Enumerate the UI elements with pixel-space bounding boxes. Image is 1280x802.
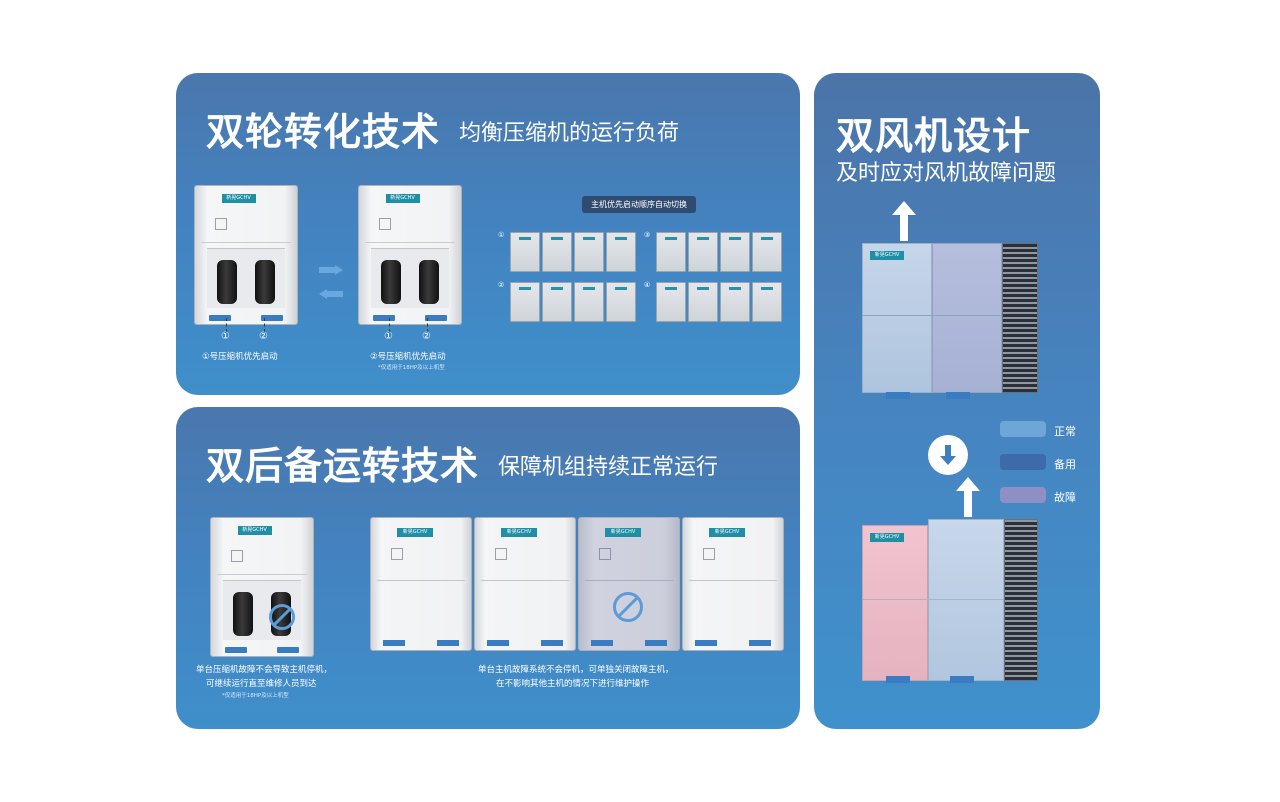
outdoor-unit-2: 新晃GCHV bbox=[358, 185, 462, 325]
panel-title: 双轮转化技术 bbox=[206, 110, 441, 154]
legend-swatch-backup bbox=[1000, 454, 1046, 470]
row-label-3: ③ bbox=[644, 231, 651, 239]
row-label-1: ① bbox=[498, 231, 505, 239]
caption-left-1: 单台压缩机故障不会导致主机停机， bbox=[196, 665, 333, 675]
panel-subtitle: 保障机组持续正常运行 bbox=[498, 455, 719, 480]
caption-compressor-2: ②号压缩机优先启动 bbox=[370, 352, 446, 362]
caption-right-1: 单台主机故障系统不会停机，可单独关闭故障主机， bbox=[478, 665, 674, 675]
module-3-fault: 新晃GCHV bbox=[578, 517, 680, 651]
legend-backup: 备用 bbox=[1054, 458, 1076, 471]
brand-logo: 新晃GCHV bbox=[605, 528, 641, 537]
compressor-num-2: ② bbox=[259, 331, 268, 342]
module-1: 新晃GCHV bbox=[370, 517, 472, 651]
arrow-right-icon bbox=[319, 265, 343, 275]
brand-logo: 新晃GCHV bbox=[237, 526, 272, 535]
legend-normal: 正常 bbox=[1054, 425, 1076, 438]
panel-title: 双风机设计 bbox=[836, 114, 1032, 158]
row-label-4: ④ bbox=[644, 281, 651, 289]
note-18hp: *仅适用于18HP及以上机型 bbox=[222, 693, 289, 699]
legend-swatch-fault bbox=[1000, 487, 1046, 503]
caption-left-2: 可继续运行直至维修人员到达 bbox=[206, 679, 317, 689]
dual-fan-unit-fault: 新晃GCHV bbox=[862, 519, 1038, 689]
outdoor-unit-fault-compressor: 新晃GCHV bbox=[210, 517, 314, 657]
panel-subtitle: 及时应对风机故障问题 bbox=[836, 161, 1057, 186]
auto-switch-pill: 主机优先启动顺序自动切换 bbox=[582, 196, 696, 213]
dual-fan-unit-normal: 新晃GCHV bbox=[862, 243, 1038, 401]
brand-logo: 新晃GCHV bbox=[501, 528, 537, 537]
brand-logo: 新晃GCHV bbox=[870, 251, 904, 260]
dual-fan-panel: 双风机设计 及时应对风机故障问题 新晃GCHV 正常 备用 故障 新晃GCHV bbox=[814, 73, 1100, 729]
airflow-up-arrow-icon bbox=[956, 477, 980, 517]
legend-swatch-normal bbox=[1000, 421, 1046, 437]
note-18hp: *仅适用于18HP及以上机型 bbox=[378, 365, 445, 371]
legend-fault: 故障 bbox=[1054, 491, 1076, 504]
dual-backup-panel: 双后备运转技术 保障机组持续正常运行 新晃GCHV 单台压缩机故障不会导致主机停… bbox=[176, 407, 800, 729]
dual-rotation-panel: 双轮转化技术 均衡压缩机的运行负荷 新晃GCHV ① ② ①号压缩机优先启动 新… bbox=[176, 73, 800, 395]
fault-icon bbox=[613, 592, 643, 622]
module-2: 新晃GCHV bbox=[474, 517, 576, 651]
compressor-num-1: ① bbox=[384, 331, 393, 342]
row-label-2: ② bbox=[498, 281, 505, 289]
brand-logo: 新晃GCHV bbox=[385, 194, 420, 203]
brand-logo: 新晃GCHV bbox=[397, 528, 433, 537]
brand-logo: 新晃GCHV bbox=[870, 533, 904, 542]
fault-icon bbox=[269, 604, 295, 630]
switch-down-icon bbox=[928, 435, 968, 475]
airflow-up-arrow-icon bbox=[892, 201, 916, 241]
compressor-num-2: ② bbox=[422, 331, 431, 342]
brand-logo: 新晃GCHV bbox=[709, 528, 745, 537]
caption-right-2: 在不影响其他主机的情况下进行维护操作 bbox=[496, 679, 650, 689]
panel-subtitle: 均衡压缩机的运行负荷 bbox=[459, 121, 680, 146]
caption-compressor-1: ①号压缩机优先启动 bbox=[202, 352, 278, 362]
arrow-left-icon bbox=[319, 289, 343, 299]
module-4: 新晃GCHV bbox=[682, 517, 784, 651]
compressor-num-1: ① bbox=[221, 331, 230, 342]
panel-title: 双后备运转技术 bbox=[206, 444, 480, 488]
brand-logo: 新晃GCHV bbox=[221, 194, 256, 203]
outdoor-unit-1: 新晃GCHV bbox=[194, 185, 298, 325]
